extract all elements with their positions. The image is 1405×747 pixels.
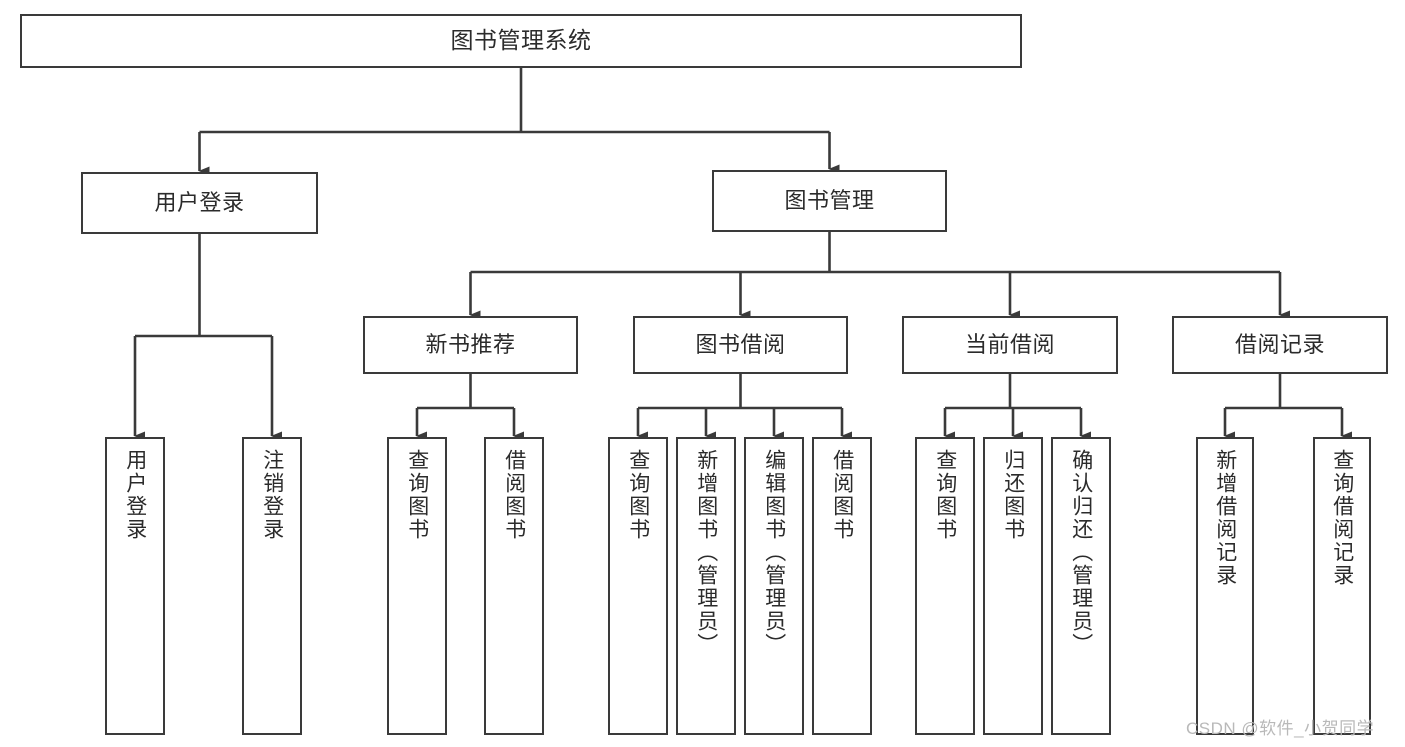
node-label: 查询图书 xyxy=(626,449,650,541)
node-label: 查询图书 xyxy=(405,449,429,541)
node-label: 确认归还（管理员） xyxy=(1069,449,1093,656)
node-label: 借阅图书 xyxy=(830,449,854,541)
node-leaf-edit-book[interactable]: 编辑图书（管理员） xyxy=(744,437,804,735)
node-new-book-rec[interactable]: 新书推荐 xyxy=(363,316,578,374)
node-leaf-add-book[interactable]: 新增图书（管理员） xyxy=(676,437,736,735)
node-current-borrow[interactable]: 当前借阅 xyxy=(902,316,1118,374)
node-leaf-logout[interactable]: 注销登录 xyxy=(242,437,302,735)
edge-path-group xyxy=(133,68,1352,441)
node-leaf-q-book-1[interactable]: 查询图书 xyxy=(387,437,447,735)
node-label: 图书管理系统 xyxy=(450,27,592,54)
node-leaf-add-rec[interactable]: 新增借阅记录 xyxy=(1196,437,1254,735)
node-label: 新增图书（管理员） xyxy=(694,449,718,656)
node-book-borrow[interactable]: 图书借阅 xyxy=(633,316,848,374)
node-label: 查询图书 xyxy=(933,449,957,541)
node-label: 用户登录 xyxy=(123,449,147,541)
node-label: 图书借阅 xyxy=(695,332,786,358)
node-leaf-conf-ret[interactable]: 确认归还（管理员） xyxy=(1051,437,1111,735)
node-leaf-return[interactable]: 归还图书 xyxy=(983,437,1043,735)
node-label: 查询借阅记录 xyxy=(1330,449,1354,587)
node-label: 归还图书 xyxy=(1001,449,1025,541)
node-label: 图书管理 xyxy=(784,188,875,214)
node-label: 当前借阅 xyxy=(964,332,1055,358)
node-borrow-record[interactable]: 借阅记录 xyxy=(1172,316,1388,374)
node-label: 用户登录 xyxy=(154,190,245,216)
node-label: 新书推荐 xyxy=(425,332,516,358)
node-leaf-borrow-2[interactable]: 借阅图书 xyxy=(812,437,872,735)
node-leaf-user-login[interactable]: 用户登录 xyxy=(105,437,165,735)
node-label: 借阅记录 xyxy=(1234,332,1325,358)
node-label: 编辑图书（管理员） xyxy=(762,449,786,656)
node-label: 新增借阅记录 xyxy=(1213,449,1237,587)
node-label: 借阅图书 xyxy=(502,449,526,541)
node-leaf-q-book-3[interactable]: 查询图书 xyxy=(915,437,975,735)
node-root[interactable]: 图书管理系统 xyxy=(20,14,1022,68)
node-leaf-q-book-2[interactable]: 查询图书 xyxy=(608,437,668,735)
node-user-login[interactable]: 用户登录 xyxy=(81,172,318,234)
node-leaf-borrow-1[interactable]: 借阅图书 xyxy=(484,437,544,735)
node-book-manage[interactable]: 图书管理 xyxy=(712,170,947,232)
node-leaf-q-rec[interactable]: 查询借阅记录 xyxy=(1313,437,1371,735)
node-label: 注销登录 xyxy=(260,449,284,541)
csdn-watermark: CSDN @软件_小贺同学 xyxy=(1186,719,1375,738)
